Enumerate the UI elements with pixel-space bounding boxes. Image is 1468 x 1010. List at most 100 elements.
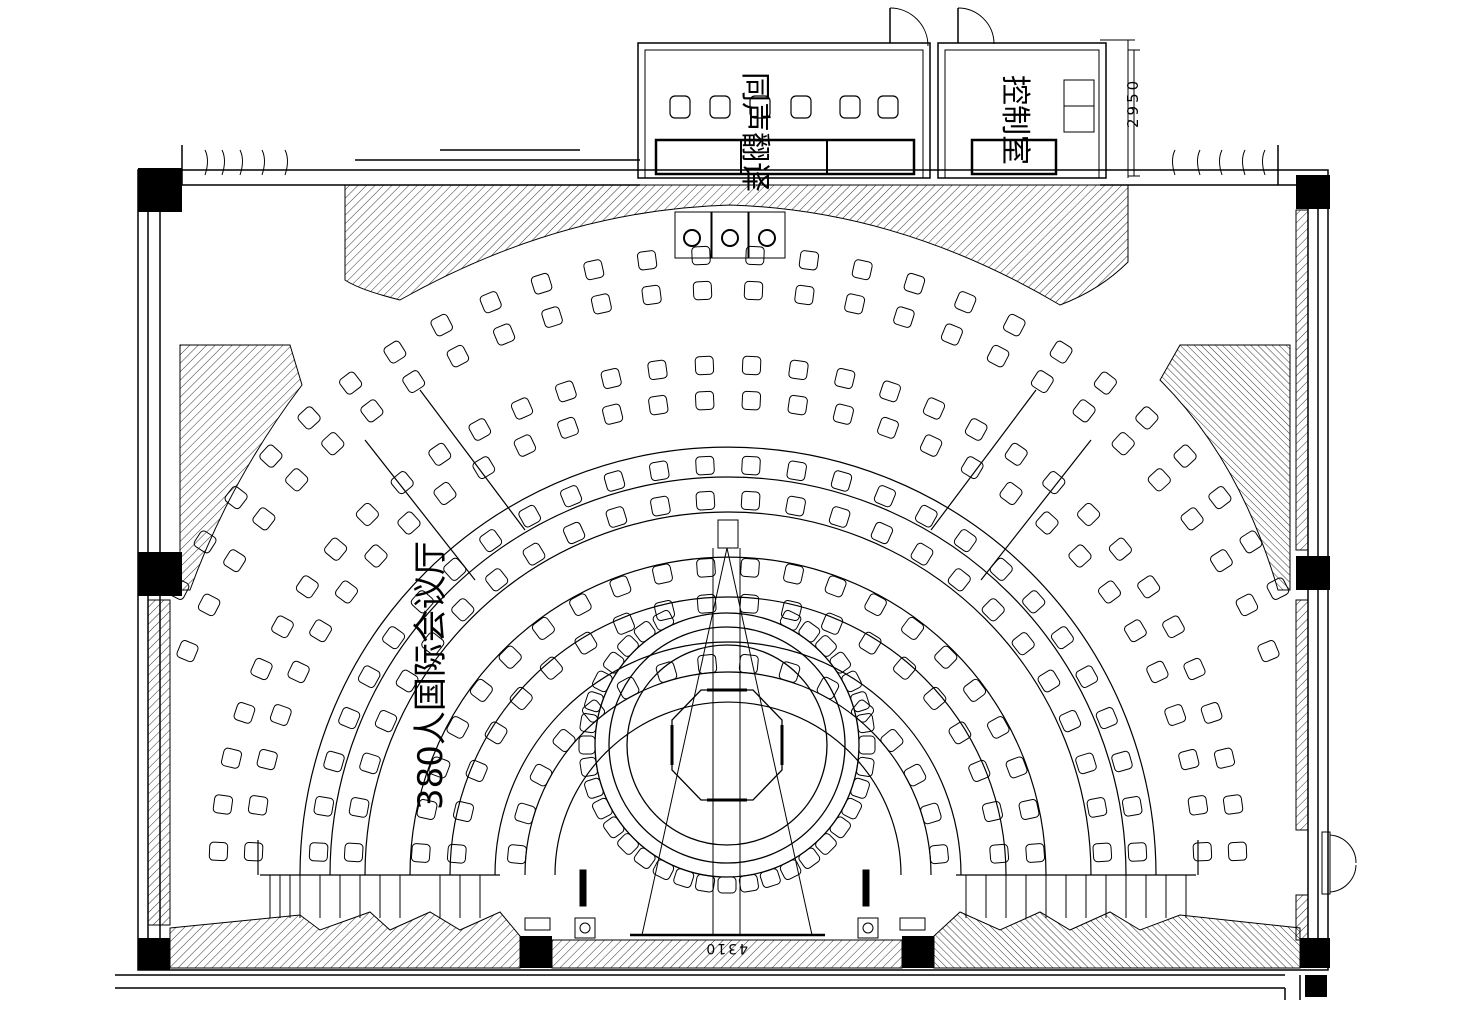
seat	[1072, 399, 1096, 423]
seat	[309, 619, 332, 643]
seat	[541, 306, 563, 328]
seat	[1162, 615, 1185, 639]
seat	[934, 645, 958, 669]
seat	[360, 399, 384, 423]
seat	[694, 355, 715, 376]
seat	[1025, 843, 1046, 863]
dimension-line	[1128, 49, 1140, 177]
round-table-chair	[829, 816, 851, 839]
round-table-chair	[779, 609, 802, 631]
round-table-chair	[578, 735, 596, 755]
seat	[1058, 709, 1082, 733]
round-table-chair	[652, 859, 675, 881]
seat	[901, 616, 925, 640]
seat	[903, 763, 927, 787]
seat	[647, 359, 668, 381]
seat	[798, 250, 820, 271]
seat	[1022, 590, 1046, 614]
seat	[220, 747, 243, 769]
seat	[355, 502, 379, 526]
seat	[873, 485, 896, 508]
seat	[465, 759, 488, 782]
seat	[518, 504, 541, 528]
seat	[402, 370, 426, 394]
seat	[1077, 502, 1101, 526]
seat	[374, 709, 398, 733]
seat	[650, 495, 671, 517]
seat	[830, 470, 853, 492]
round-table-chair	[633, 847, 656, 869]
seat	[166, 577, 190, 600]
round-table-chair	[603, 816, 625, 839]
seat	[605, 506, 628, 528]
seat	[1192, 841, 1213, 862]
seat	[498, 645, 522, 669]
seat	[446, 843, 467, 864]
seat	[612, 612, 635, 635]
seat	[313, 796, 335, 817]
seat	[923, 686, 947, 710]
seat	[1127, 842, 1148, 862]
seat	[999, 482, 1023, 505]
seat	[986, 344, 1010, 368]
seat	[390, 471, 414, 495]
seat	[694, 390, 715, 411]
seat	[479, 529, 503, 553]
seat	[641, 284, 662, 306]
right-door	[1321, 831, 1357, 895]
seat	[603, 470, 626, 492]
seat	[691, 245, 711, 266]
seat	[851, 259, 873, 281]
seat	[695, 455, 715, 476]
seat	[212, 794, 234, 815]
seat	[308, 842, 329, 862]
seat	[479, 291, 502, 314]
seat	[692, 280, 713, 301]
seat	[1108, 537, 1132, 561]
seat	[569, 593, 592, 616]
seat	[740, 557, 760, 578]
seat	[446, 716, 469, 739]
seat	[539, 656, 563, 680]
seat	[743, 280, 764, 301]
seat	[1266, 577, 1290, 600]
round-table-chair	[633, 621, 656, 643]
seat	[364, 544, 388, 568]
round-table-chair	[591, 797, 613, 820]
seat	[1111, 432, 1135, 456]
seat	[695, 490, 716, 511]
seat	[832, 403, 854, 425]
round-table-chair	[856, 713, 875, 734]
seat	[193, 530, 217, 554]
round-table-chair	[829, 651, 851, 674]
structural-columns	[138, 168, 1330, 997]
seat	[794, 284, 815, 306]
seat	[696, 593, 717, 614]
seat	[256, 749, 278, 771]
seat	[443, 557, 467, 581]
round-table-chair	[850, 691, 870, 713]
seat	[1037, 669, 1061, 693]
seat	[816, 676, 840, 700]
seat	[223, 549, 247, 573]
seat	[1178, 749, 1200, 771]
round-table-chair	[584, 777, 604, 799]
round-table-chair	[717, 876, 737, 894]
interpretation-room-label: 同声翻译	[737, 72, 772, 192]
seat	[1004, 442, 1028, 466]
seat	[870, 521, 894, 545]
seat	[484, 721, 508, 745]
seat	[929, 844, 949, 865]
seat	[452, 800, 475, 823]
round-table-chairs	[578, 609, 876, 894]
seat	[697, 654, 718, 674]
seat	[696, 557, 716, 578]
seat	[530, 272, 553, 295]
seat	[1098, 580, 1121, 604]
seat	[738, 654, 759, 674]
seat	[348, 797, 370, 818]
seat	[250, 657, 273, 681]
round-table-chair	[738, 874, 759, 893]
seat	[953, 529, 977, 553]
seat	[509, 686, 533, 710]
